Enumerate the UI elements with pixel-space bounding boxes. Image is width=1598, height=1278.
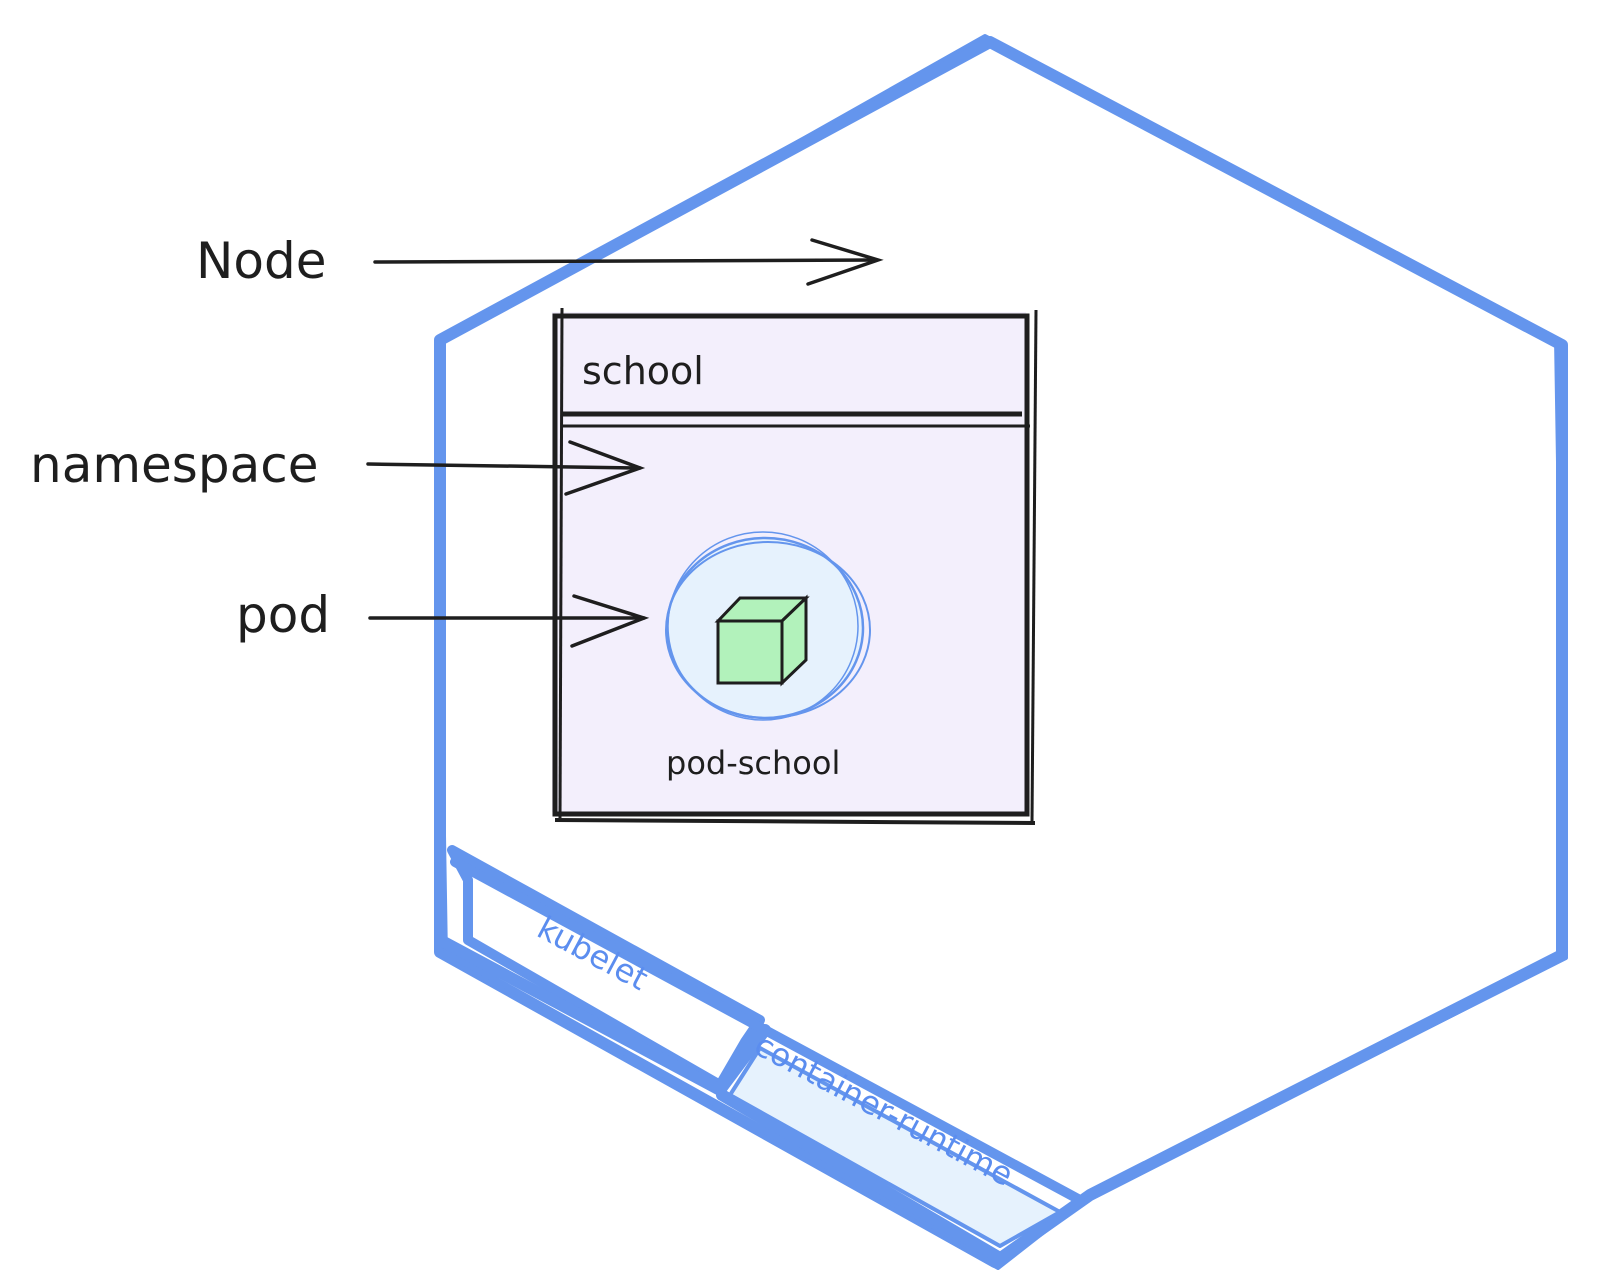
namespace-label: namespace [30, 436, 318, 494]
node-label: Node [196, 232, 327, 290]
namespace-arrow [366, 440, 646, 496]
container-runtime-band [716, 1025, 1085, 1264]
container-cube-icon [714, 594, 810, 687]
namespace-title: school [582, 349, 704, 393]
pod-arrow [368, 594, 650, 648]
kubelet-band [434, 845, 771, 1096]
node-arrow [373, 238, 884, 286]
pod-name: pod-school [666, 744, 840, 782]
node-hexagon [434, 34, 1568, 1270]
pod-label: pod [236, 586, 330, 644]
